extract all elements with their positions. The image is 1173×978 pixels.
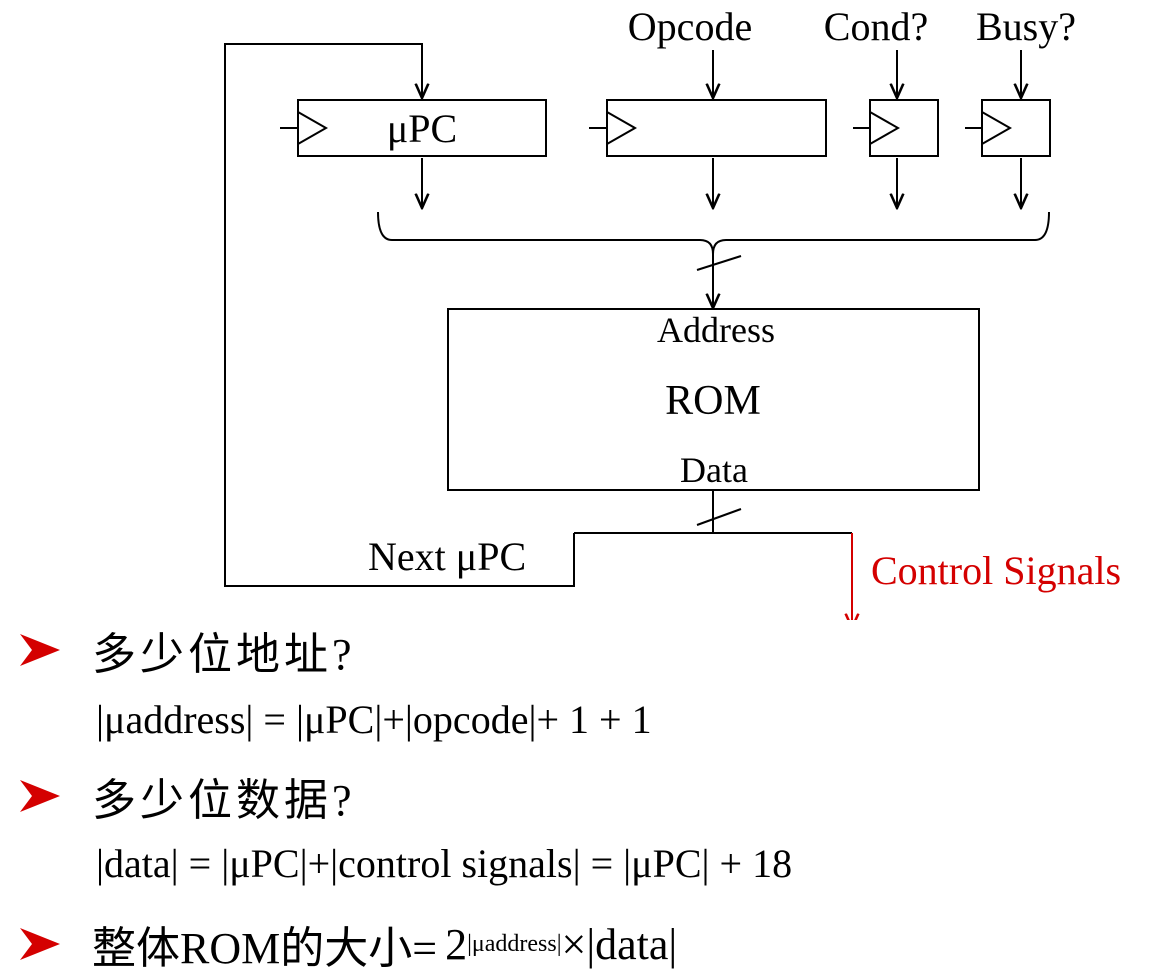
next-upc-label: Next μPC (368, 534, 526, 579)
cond-label: Cond? (824, 4, 928, 49)
formula-data-bits: |data| = |μPC|+|control signals| = |μPC|… (96, 841, 793, 886)
rom-size-exponent: |μaddress| (467, 930, 562, 957)
right-pointing-triangle-bullet-icon (20, 780, 60, 812)
microcode-rom-diagram: Opcode Cond? Busy? μPC (224, 4, 1121, 620)
opcode-register (589, 99, 827, 157)
busy-label: Busy? (976, 4, 1076, 49)
bullet-rom-size: 整体ROM的大小= 2|μaddress|×|data| (14, 912, 677, 976)
clock-edge-icon (297, 111, 329, 145)
clock-edge-icon (869, 111, 901, 145)
upc-register: μPC (280, 99, 547, 157)
rom-data-label: Data (680, 450, 748, 490)
question-data-bits: 多少位数据? (92, 776, 356, 825)
rom-size-tail: ×|data| (561, 919, 678, 969)
data-bus-slash (696, 508, 742, 526)
cond-register (853, 99, 939, 157)
upc-register-label: μPC (387, 106, 457, 151)
right-pointing-triangle-bullet-icon (20, 928, 60, 960)
control-signals-label: Control Signals (871, 548, 1121, 593)
bullet-data-bits: 多少位数据? (14, 764, 356, 828)
rom-size-text: 整体ROM的大小= (92, 924, 438, 973)
busy-register (965, 99, 1051, 157)
clock-edge-icon (606, 111, 638, 145)
clock-edge-icon (981, 111, 1013, 145)
bullet-address-bits: 多少位地址? (14, 618, 356, 682)
right-pointing-triangle-bullet-icon (20, 634, 60, 666)
question-address-bits: 多少位地址? (92, 630, 356, 679)
next-upc-feedback-wire (224, 43, 575, 587)
address-bus-slash (696, 255, 742, 271)
concatenation-brace (377, 211, 1050, 255)
rom-title: ROM (665, 378, 761, 424)
formula-address-bits: |μaddress| = |μPC|+|opcode|+ 1 + 1 (96, 697, 652, 742)
opcode-label: Opcode (628, 4, 752, 49)
rom-address-label: Address (657, 310, 775, 350)
rom-size-base: 2 (445, 919, 468, 969)
rom-block: Address ROM Data (447, 308, 980, 491)
